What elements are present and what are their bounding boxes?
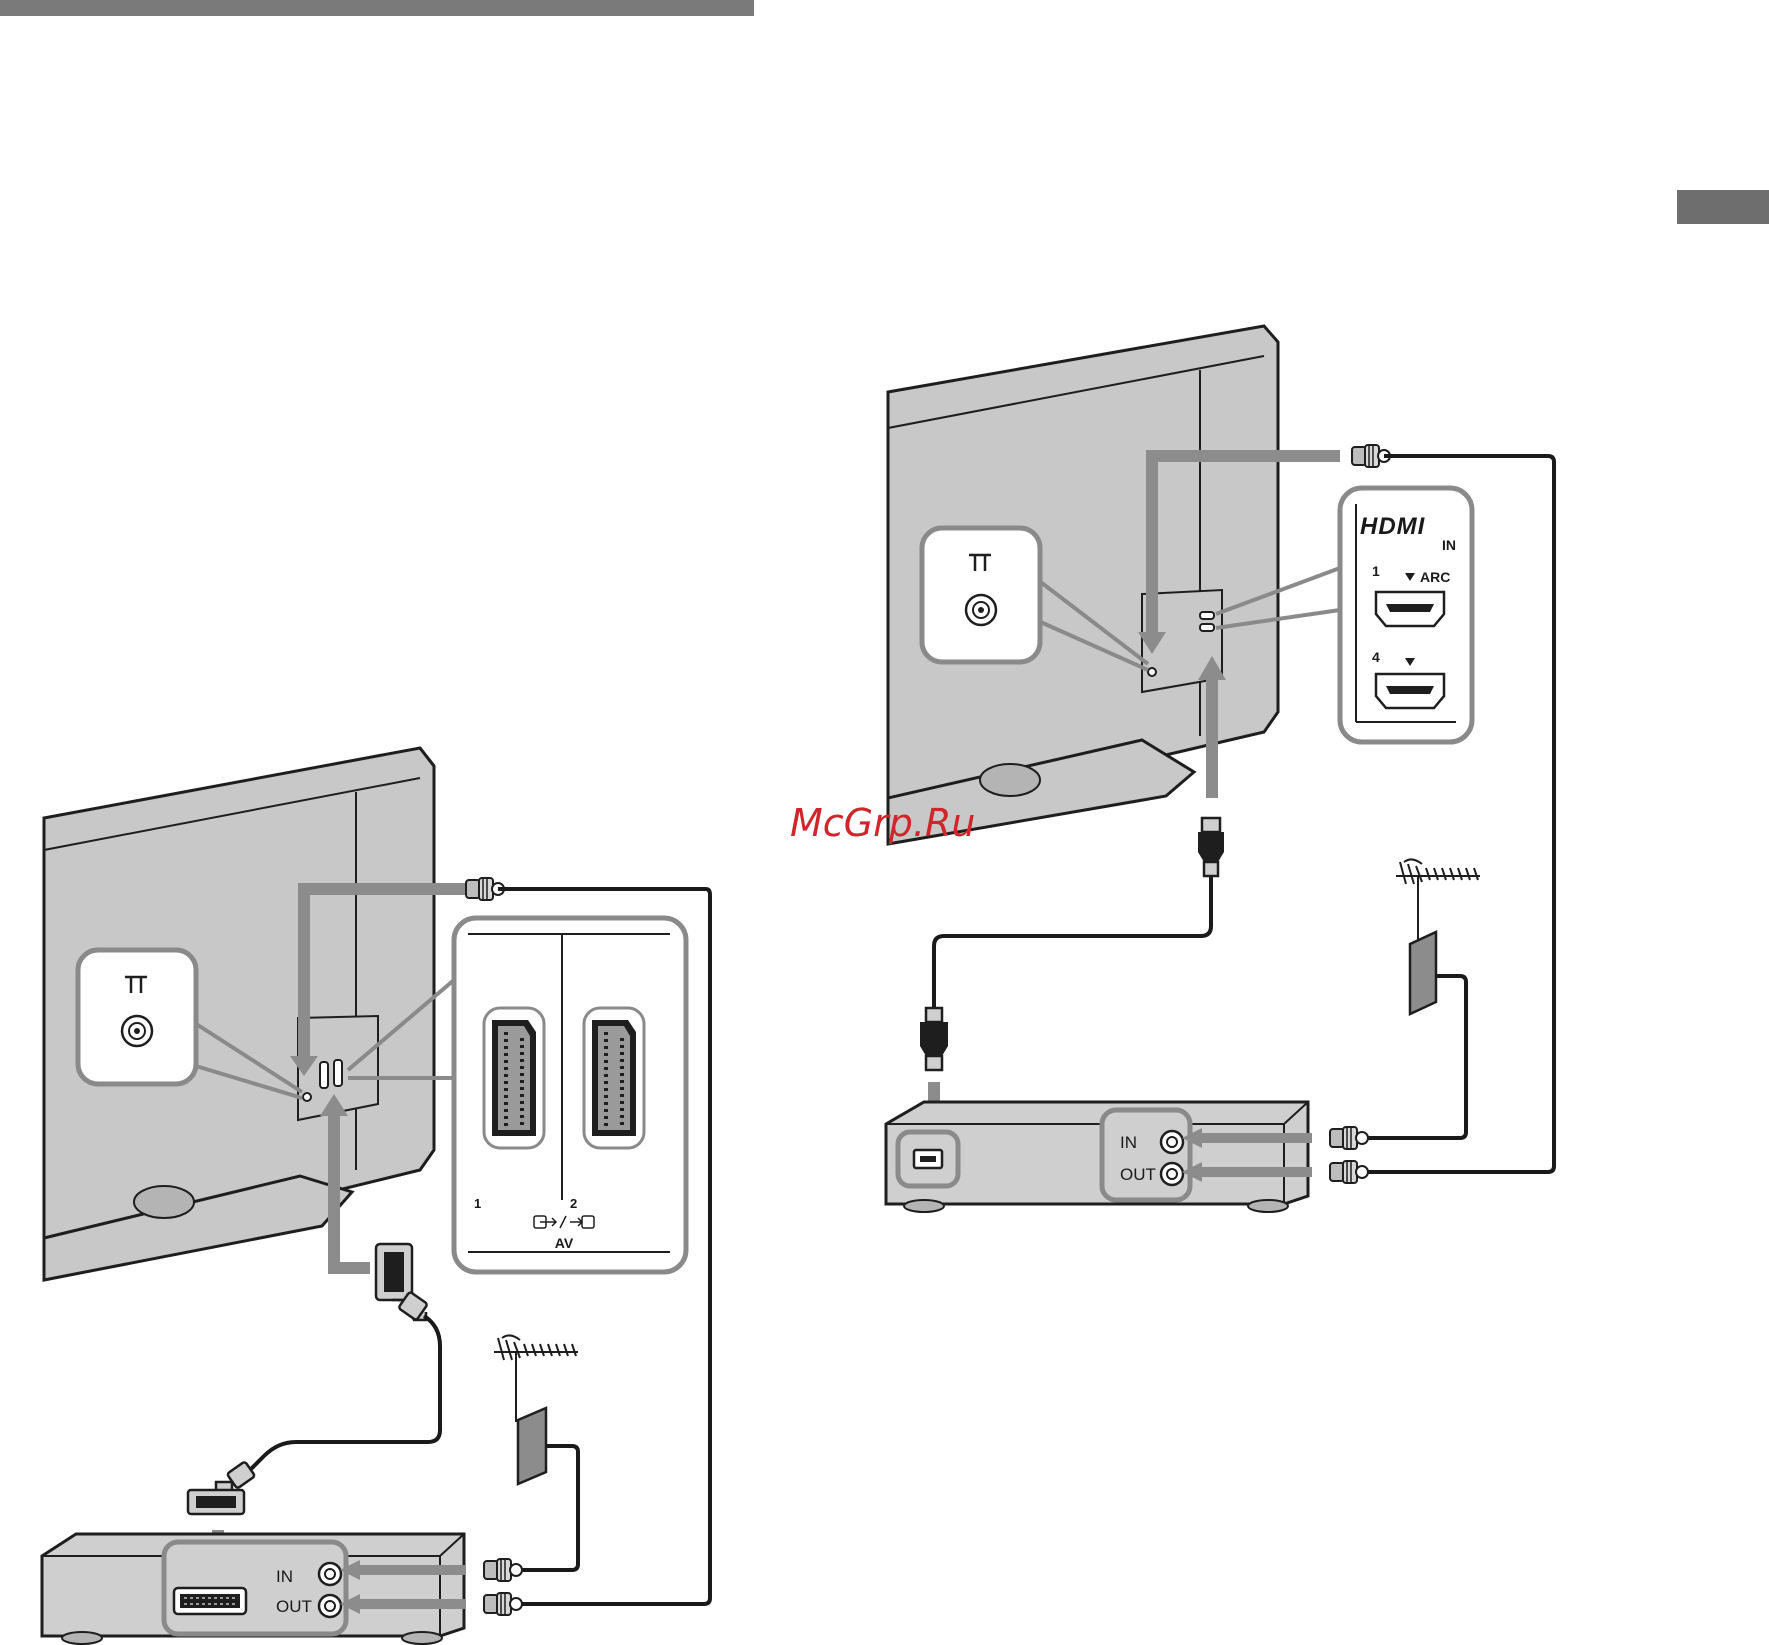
scart-arrow-to-tv (328, 1112, 370, 1274)
coax-arrow-to-tv-right (1146, 450, 1340, 640)
watermark: McGrp.Ru (790, 801, 975, 845)
diagram-hdmi: HDMI IN 1 ARC 4 (884, 324, 1556, 1213)
hdmi-plug-icon (920, 1006, 948, 1072)
hdmi-plug-icon (1198, 816, 1224, 878)
av-port-1-label: 1 (474, 1196, 481, 1211)
cable-out-left (498, 887, 712, 1606)
diagram-scart: 1 2 AV (40, 746, 712, 1645)
wall-socket-icon (1408, 930, 1438, 1016)
header-bar (0, 0, 754, 16)
hdmi-port-1-label: 1 (1372, 563, 1380, 579)
scart-socket-icon (172, 1586, 248, 1616)
coax-plug-icon (483, 1592, 523, 1616)
recorder-out-jack-left (317, 1593, 343, 1619)
hdmi-in-label: IN (1442, 537, 1456, 553)
av-port-2-label: 2 (570, 1196, 577, 1211)
hdmi-arc-label: ARC (1420, 569, 1450, 585)
scart-plug-icon (186, 1461, 256, 1516)
hdmi-cable (932, 876, 1213, 1008)
cable-in-right (1368, 974, 1468, 1140)
recorder-in-jack-left (317, 1561, 343, 1587)
hdmi-port-4-label: 4 (1372, 649, 1380, 665)
hdmi-socket-icon (1374, 590, 1446, 628)
set-top-box (884, 1100, 1310, 1206)
coax-plug-icon (1329, 1160, 1369, 1184)
coax-plug-icon (1329, 1126, 1369, 1150)
scart-cable (242, 1314, 442, 1478)
coax-plug-icon (483, 1558, 523, 1582)
aerial-icon (1395, 858, 1481, 947)
set-top-box-callout (1099, 1107, 1193, 1203)
cable-in-left (522, 1444, 580, 1572)
scart-plug-icon (374, 1242, 428, 1322)
antenna-symbol-icon (964, 553, 998, 627)
recorder-out-label-left: OUT (276, 1597, 312, 1616)
hdmi-logo-text: HDMI (1360, 513, 1426, 540)
stb-out-jack (1159, 1161, 1185, 1187)
input-output-symbol-icon (533, 1215, 595, 1229)
stb-in-label: IN (1120, 1133, 1137, 1152)
antenna-symbol-icon (120, 975, 154, 1048)
av-label: AV (555, 1235, 574, 1251)
section-tab (1677, 190, 1769, 224)
stb-in-jack (1159, 1129, 1185, 1155)
cable-out-right (1368, 454, 1556, 1174)
stb-out-label: OUT (1120, 1165, 1156, 1184)
scart-socket-icon (482, 1006, 546, 1150)
recorder-in-label-left: IN (276, 1567, 293, 1586)
hdmi-socket-icon (912, 1148, 944, 1170)
tv-stand-right (886, 738, 1197, 846)
scart-socket-icon (582, 1006, 646, 1150)
wall-socket-icon (516, 1406, 548, 1486)
coax-arrow-to-tv-left (298, 883, 466, 1064)
hdmi-socket-icon (1374, 672, 1446, 710)
aerial-icon (493, 1334, 579, 1423)
